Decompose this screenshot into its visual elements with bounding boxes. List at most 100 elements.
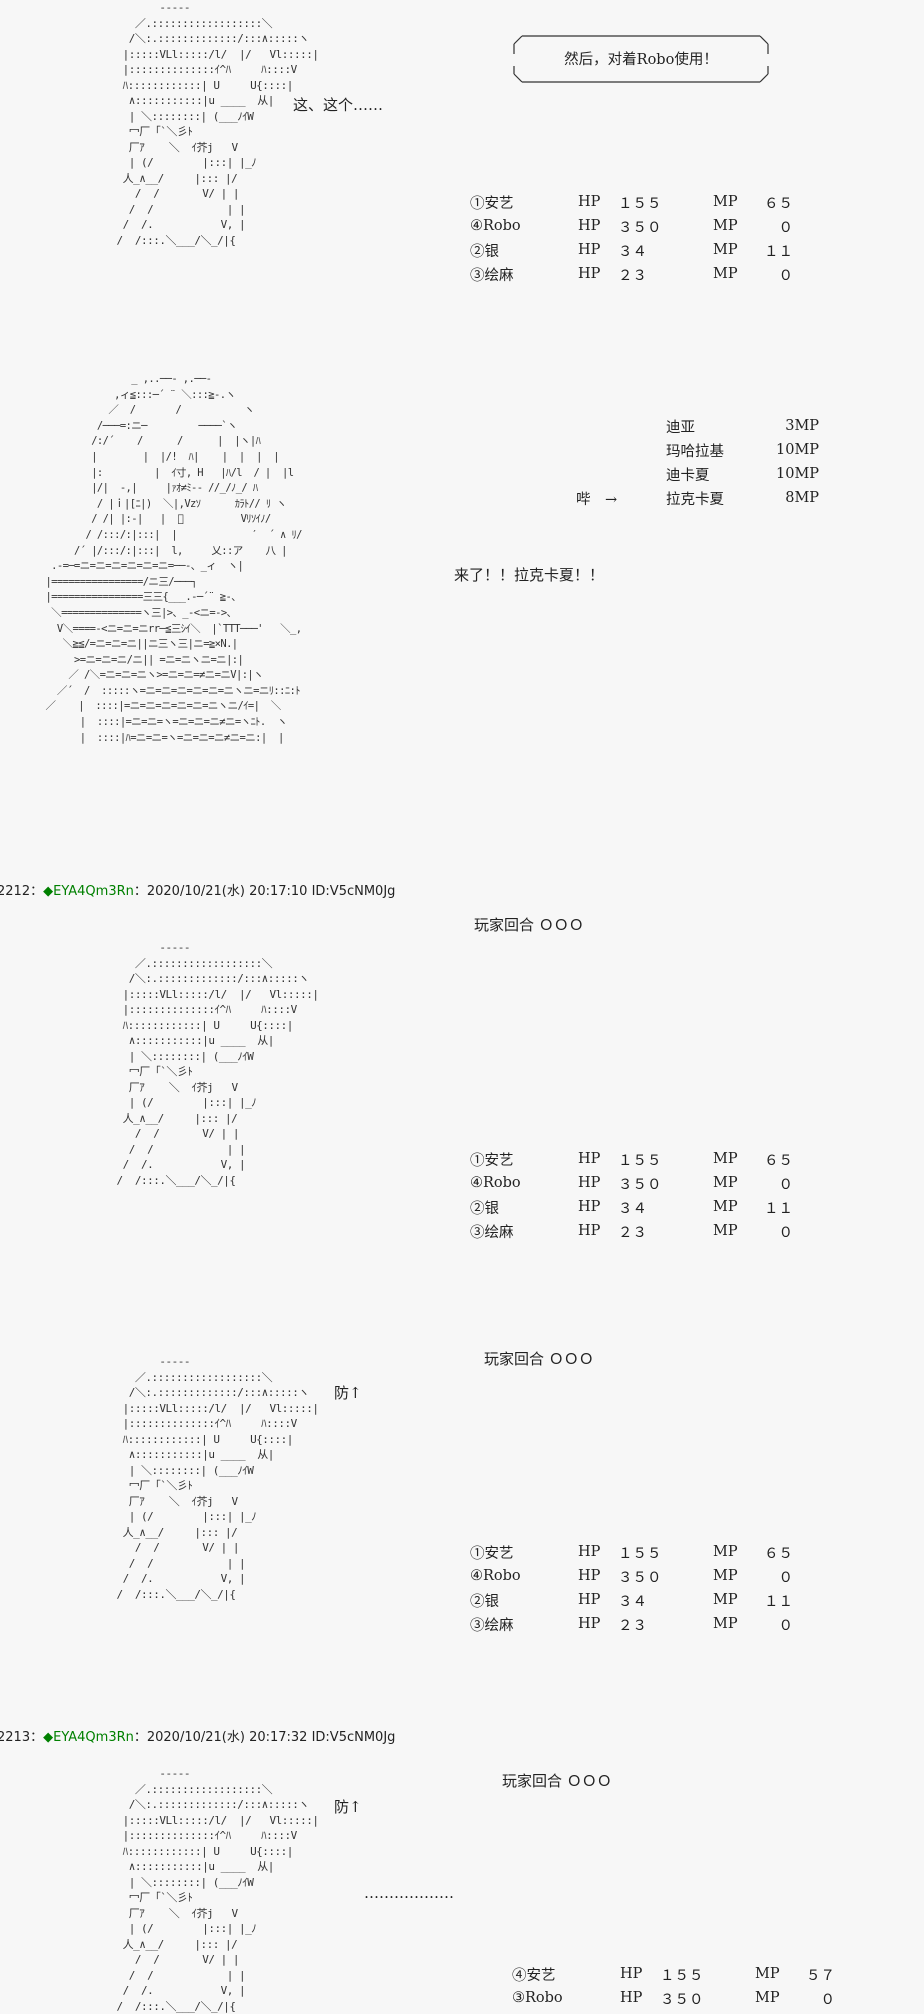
table-cell: ２３ [618,267,647,284]
character-ascii-art: ----- ／.::::::::::::::::::＼ /＼:.::::::::… [116,1767,319,2013]
table-cell: MP [713,1175,738,1191]
table-cell: ２３ [618,1617,647,1634]
character-ascii-art: ----- ／.::::::::::::::::::＼ /＼:.::::::::… [116,941,319,1187]
poster-name[interactable]: ◆EYA4Qm3Rn [43,1730,134,1745]
table-cell: ③绘麻 [470,267,514,284]
table-cell: ０ [778,219,794,236]
table-cell: ０ [778,1176,794,1193]
character-casting-ascii-art: _ ,..──- ,.──- ,ィ≦:::─´ ¨ ＼:::≧-.ヽ ／ / /… [45,373,302,744]
party-row: ③绘麻 HP ２３ MP ０ [470,1219,793,1243]
defense-up-text: 防↑ [334,1384,362,1402]
table-cell: ①安艺 [470,1545,514,1562]
turn-banner: 玩家回合 ＯＯＯ [502,1772,612,1790]
table-cell: HP [578,1544,601,1560]
table-cell: HP [578,1151,601,1167]
table-cell: MP [713,266,738,282]
table-cell: MP [713,1568,738,1584]
table-cell: ①安艺 [470,1152,514,1169]
table-cell: ５７ [806,1967,835,1984]
table-cell: １５５ [618,195,662,212]
table-cell: MP [713,194,738,210]
speech-bubble-frame-icon [513,35,769,83]
table-cell: MP [713,1223,738,1239]
table-cell: ０ [778,1224,794,1241]
table-cell: MP [713,242,738,258]
table-cell: HP [620,1990,643,2006]
post-date: ：2020/10/21(水) 20:17:10 ID:V5cNM0Jg [133,884,396,899]
speech-bubble: 然后，对着Robo使用！ [508,34,774,84]
table-cell: １１ [764,243,793,260]
shout-text: 来了！！拉克卡夏！！ [454,566,605,584]
table-cell: ３５０ [618,1176,662,1193]
table-cell: HP [578,194,601,210]
table-cell: HP [578,1199,601,1215]
table-cell: １１ [764,1593,793,1610]
table-cell: ６５ [764,1545,793,1562]
table-cell: HP [578,1592,601,1608]
table-cell: １５５ [618,1545,662,1562]
table-cell: ３４ [618,1200,647,1217]
table-cell: ３５０ [660,1991,704,2008]
ellipsis-text: ……………… [364,1884,454,1902]
table-cell: ②银 [470,243,499,260]
table-cell: HP [578,1175,601,1191]
table-cell [576,438,630,462]
turn-banner: 玩家回合 ＯＯＯ [484,1350,594,1368]
table-cell: 10MP [776,442,820,458]
table-cell: ③Robo [512,1990,563,2006]
table-cell: ④安艺 [512,1967,556,1984]
post-number: 2213 [0,1730,31,1745]
table-cell: ３５０ [618,219,662,236]
table-cell: MP [713,218,738,234]
table-cell: 10MP [776,466,820,482]
table-cell: ２３ [618,1224,647,1241]
table-cell: １１ [764,1200,793,1217]
table-cell: １５５ [618,1152,662,1169]
table-cell: ①安艺 [470,195,514,212]
post-number: 2212 [0,884,31,899]
table-cell: ③绘麻 [470,1617,514,1634]
table-cell: HP [578,1568,601,1584]
table-cell: ④Robo [470,218,521,234]
party-row: ③绘麻 HP ２３ MP ０ [470,262,793,286]
table-cell: MP [713,1592,738,1608]
character-ascii-art: ----- ／.::::::::::::::::::＼ /＼:.::::::::… [116,1355,319,1601]
table-cell [576,462,630,486]
table-cell [576,414,630,438]
table-cell: MP [755,1966,780,1982]
table-cell: ０ [778,1617,794,1634]
table-cell: ③绘麻 [470,1224,514,1241]
table-cell: 拉克卡夏 [666,491,724,508]
character-ascii-art: ----- ／.::::::::::::::::::＼ /＼:.::::::::… [116,1,319,247]
bubble-text: 然后，对着Robo使用！ [564,52,718,68]
table-cell: 3MP [785,418,820,434]
table-cell: ０ [778,267,794,284]
poster-name[interactable]: ◆EYA4Qm3Rn [43,884,134,899]
table-cell: ②银 [470,1593,499,1610]
table-cell: HP [578,218,601,234]
table-cell: HP [578,242,601,258]
table-cell: HP [578,1223,601,1239]
party-row: ④Robo HP ３５０ MP ０ [470,214,793,238]
table-cell: MP [755,1990,780,2006]
table-cell: MP [713,1616,738,1632]
table-cell: HP [578,266,601,282]
post-header: 2212：◆EYA4Qm3Rn：2020/10/21(水) 20:17:10 I… [0,880,395,899]
